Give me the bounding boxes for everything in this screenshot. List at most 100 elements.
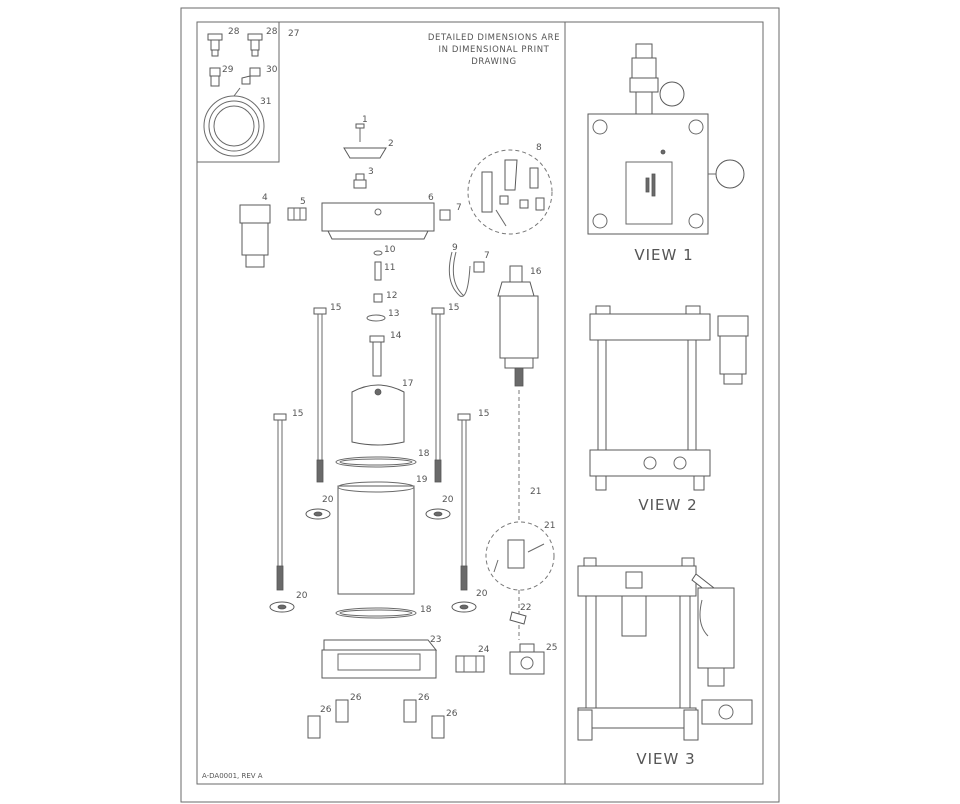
callout-14: 14 xyxy=(390,331,402,341)
oring-13 xyxy=(366,314,386,322)
callout-15b: 15 xyxy=(448,303,459,313)
callout-30: 30 xyxy=(266,65,278,75)
callout-1: 1 xyxy=(362,115,368,125)
tie-rod-15a xyxy=(313,307,327,483)
callout-21a: 21 xyxy=(530,487,541,497)
plate-2 xyxy=(343,147,387,159)
callout-13: 13 xyxy=(388,309,399,319)
view-2-assembly xyxy=(589,305,749,491)
callout-28a: 28 xyxy=(228,27,240,37)
elbow-7b xyxy=(473,261,485,273)
elbow-7a xyxy=(439,209,451,221)
callout-22: 22 xyxy=(520,603,531,613)
elbow-30 xyxy=(241,67,261,85)
dimension-note-line-1: DETAILED DIMENSIONS ARE xyxy=(428,33,560,43)
tie-rod-15b xyxy=(431,307,445,483)
callout-29: 29 xyxy=(222,65,234,75)
callout-31: 31 xyxy=(260,97,271,107)
callout-5: 5 xyxy=(300,197,306,207)
callout-4: 4 xyxy=(262,193,268,203)
fitting-tee-28b xyxy=(247,33,263,57)
inner-frame xyxy=(196,21,764,785)
seal-18a xyxy=(335,456,417,468)
view-2-label: VIEW 2 xyxy=(638,496,697,514)
barrel-19 xyxy=(337,481,415,595)
callout-20c: 20 xyxy=(296,591,308,601)
callout-20d: 20 xyxy=(476,589,488,599)
washer-20a xyxy=(305,508,331,520)
nipple-24 xyxy=(455,655,485,673)
callout-27: 27 xyxy=(288,29,299,39)
callout-8: 8 xyxy=(536,143,542,153)
dimension-note-line-2: IN DIMENSIONAL PRINT xyxy=(439,45,550,55)
washer-20b xyxy=(425,508,451,520)
bracket-22 xyxy=(509,611,527,625)
callout-3: 3 xyxy=(368,167,374,177)
callout-15c: 15 xyxy=(292,409,303,419)
detail-circle-8 xyxy=(467,149,553,235)
callout-24: 24 xyxy=(478,645,490,655)
callout-16: 16 xyxy=(530,267,542,277)
callout-20b: 20 xyxy=(442,495,454,505)
accessory-kit-box xyxy=(196,21,280,163)
callout-15a: 15 xyxy=(330,303,341,313)
head-block-6 xyxy=(321,202,435,240)
filter-regulator-4 xyxy=(239,204,271,268)
valve-25 xyxy=(509,643,545,675)
fitting-tee-28a xyxy=(207,33,223,57)
callout-9: 9 xyxy=(452,243,458,253)
air-cylinder-16 xyxy=(497,265,539,387)
callout-26a: 26 xyxy=(320,705,332,715)
tie-rod-15d xyxy=(457,413,471,591)
view-3-assembly xyxy=(577,557,753,741)
detail-circle-21 xyxy=(485,521,555,591)
callout-2: 2 xyxy=(388,139,394,149)
callout-7b: 7 xyxy=(484,251,490,261)
callout-21b: 21 xyxy=(544,521,555,531)
callout-15d: 15 xyxy=(478,409,489,419)
drawing-number: A-DA0001, REV A xyxy=(202,772,263,780)
callout-25: 25 xyxy=(546,643,557,653)
callout-26d: 26 xyxy=(446,709,458,719)
view-3-label: VIEW 3 xyxy=(636,750,695,768)
piston-17 xyxy=(351,384,405,446)
callout-12: 12 xyxy=(386,291,397,301)
washer-20c xyxy=(269,601,295,613)
callout-26c: 26 xyxy=(418,693,430,703)
tube-9 xyxy=(448,251,471,297)
callout-18b: 18 xyxy=(420,605,432,615)
drawing-border xyxy=(180,7,780,803)
spacer-12 xyxy=(373,293,383,303)
foot-26a xyxy=(307,715,321,739)
piston-rod-14 xyxy=(369,335,385,377)
tubing-coil-31 xyxy=(203,87,265,157)
base-block-23 xyxy=(321,639,438,679)
callout-26b: 26 xyxy=(350,693,362,703)
view-1-label: VIEW 1 xyxy=(634,246,693,264)
fitting-3 xyxy=(353,173,367,189)
dimension-note-line-3: DRAWING xyxy=(471,57,517,67)
callout-23: 23 xyxy=(430,635,441,645)
seal-18b xyxy=(335,607,417,619)
callout-20a: 20 xyxy=(322,495,334,505)
tie-rod-15c xyxy=(273,413,287,591)
view-1-assembly xyxy=(587,43,745,235)
foot-26b xyxy=(335,699,349,723)
oring-10 xyxy=(373,250,383,256)
callout-11: 11 xyxy=(384,263,395,273)
callout-10: 10 xyxy=(384,245,396,255)
callout-18a: 18 xyxy=(418,449,430,459)
callout-17: 17 xyxy=(402,379,413,389)
connector-29 xyxy=(209,67,221,87)
callout-7a: 7 xyxy=(456,203,462,213)
screw-1 xyxy=(355,123,365,142)
callout-19: 19 xyxy=(416,475,428,485)
foot-26d xyxy=(431,715,445,739)
pin-11 xyxy=(374,261,382,281)
callout-6: 6 xyxy=(428,193,434,203)
callout-28b: 28 xyxy=(266,27,278,37)
nipple-5 xyxy=(287,207,307,221)
foot-26c xyxy=(403,699,417,723)
washer-20d xyxy=(451,601,477,613)
